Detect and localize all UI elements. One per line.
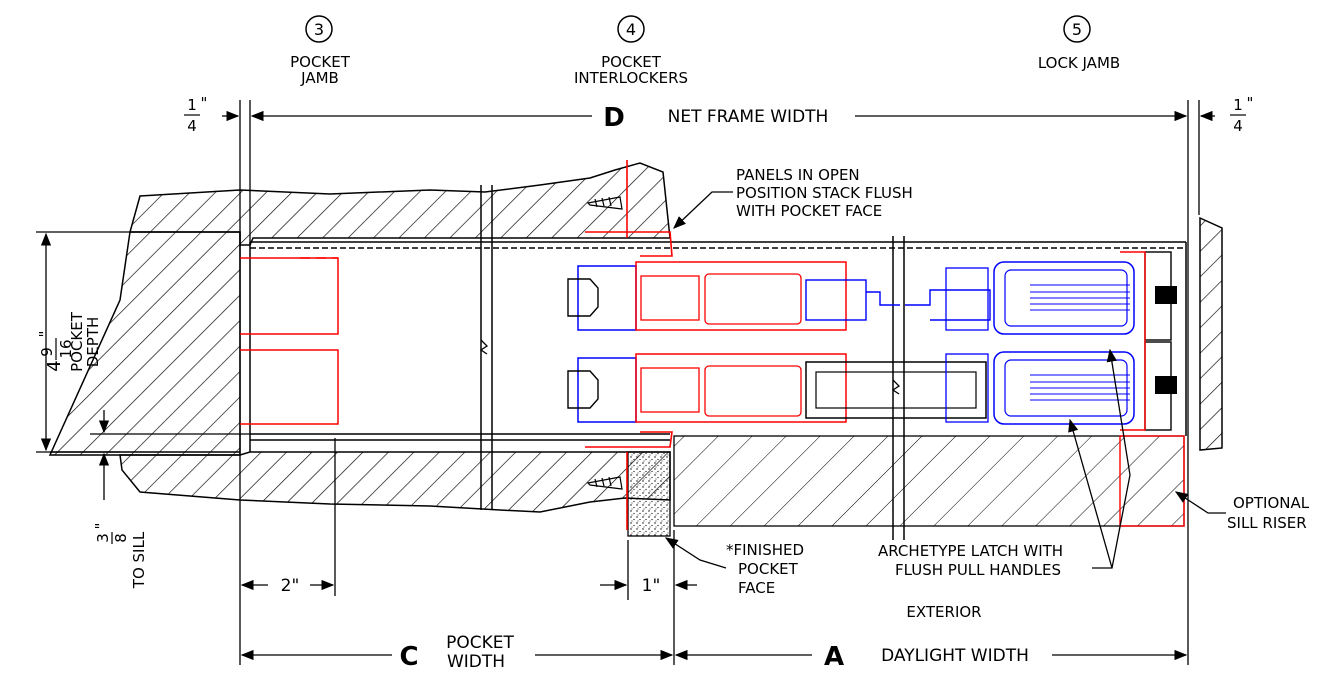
callout-pocket-interlockers: 4 POCKET INTERLOCKERS [574,15,688,87]
callout-label: INTERLOCKERS [574,69,688,87]
dimension-text-c-line2: WIDTH [447,652,505,672]
screw-icon [586,196,623,490]
svg-text:ARCHETYPE LATCH WITH: ARCHETYPE LATCH WITH [878,542,1063,560]
finished-pocket-face [627,451,671,537]
svg-text:FLUSH PULL HANDLES: FLUSH PULL HANDLES [895,561,1061,579]
svg-text:16: 16 [57,339,75,358]
callout-lock-jamb: 5 LOCK JAMB [1038,15,1120,72]
pocket-panel-outline [240,257,339,425]
dimension-c-a [240,530,1188,665]
svg-text:*FINISHED: *FINISHED [726,541,804,559]
fraction-left-quarter: 1 " 4 [184,94,207,135]
panel-top [567,251,1177,341]
callout-label: POCKET [290,53,351,71]
callout-number: 3 [314,20,324,39]
callout-pocket-jamb: 3 POCKET JAMB [290,15,351,87]
label-exterior: EXTERIOR [906,603,981,621]
svg-text:POCKET: POCKET [68,311,86,372]
svg-text:": " [92,523,110,530]
dimension-pocket-depth [36,231,250,500]
pocket-face-stop [585,160,673,530]
svg-text:SILL RISER: SILL RISER [1227,514,1307,532]
svg-text:WITH POCKET FACE: WITH POCKET FACE [736,202,882,220]
dimension-two-inch [240,438,336,596]
dimension-letter-c: C [399,642,418,672]
dimension-text-d: NET FRAME WIDTH [668,107,829,127]
dimension-one-inch-label: 1" [642,576,661,596]
note-archetype-latch: ARCHETYPE LATCH WITH FLUSH PULL HANDLES [878,348,1131,579]
dimension-text-c-line1: POCKET [446,633,514,653]
svg-text:": " [36,331,54,338]
to-sill-label: 3 8 " TO SILL [92,523,148,590]
callout-label: POCKET [601,53,662,71]
svg-text:POSITION STACK FLUSH: POSITION STACK FLUSH [736,184,913,202]
callout-label: LOCK JAMB [1038,54,1120,72]
svg-text:1: 1 [1233,96,1243,114]
svg-text:TO SILL: TO SILL [130,531,148,589]
note-panels-open: PANELS IN OPEN POSITION STACK FLUSH WITH… [673,166,913,229]
svg-text:": " [201,94,208,112]
pocket-frame [50,185,1187,540]
svg-text:8: 8 [112,533,130,543]
note-finished-pocket-face: *FINISHED POCKET FACE [664,537,804,597]
dimension-letter-d: D [603,103,625,133]
dimension-letter-a: A [824,642,844,672]
callout-number: 5 [1072,20,1082,39]
dimension-one-inch [600,540,697,600]
svg-text:3: 3 [94,533,112,543]
svg-text:FACE: FACE [738,579,775,597]
fraction-right-quarter: 1 " 4 [1230,94,1253,135]
svg-text:4: 4 [44,360,65,371]
svg-text:4: 4 [1233,117,1243,135]
svg-text:": " [1247,94,1254,112]
note-optional-sill-riser: OPTIONAL SILL RISER [1174,491,1310,532]
svg-text:1: 1 [187,96,197,114]
callout-number: 4 [626,20,636,39]
svg-text:POCKET: POCKET [738,560,799,578]
svg-text:9: 9 [38,347,56,357]
dimension-two-inch-label: 2" [281,576,300,596]
dimension-text-a: DAYLIGHT WIDTH [881,646,1029,666]
sill [673,435,1185,527]
callout-label: JAMB [300,69,339,87]
panel-bottom [567,251,1177,431]
pocket-wall-left [48,162,671,513]
svg-text:4: 4 [187,117,197,135]
svg-text:PANELS IN OPEN: PANELS IN OPEN [736,166,860,184]
lock-jamb-wall [1199,216,1223,451]
svg-text:DEPTH: DEPTH [84,317,102,368]
pocket-depth-label: 4 9 16 " POCKET DEPTH [36,311,102,372]
svg-text:OPTIONAL: OPTIONAL [1233,494,1310,512]
